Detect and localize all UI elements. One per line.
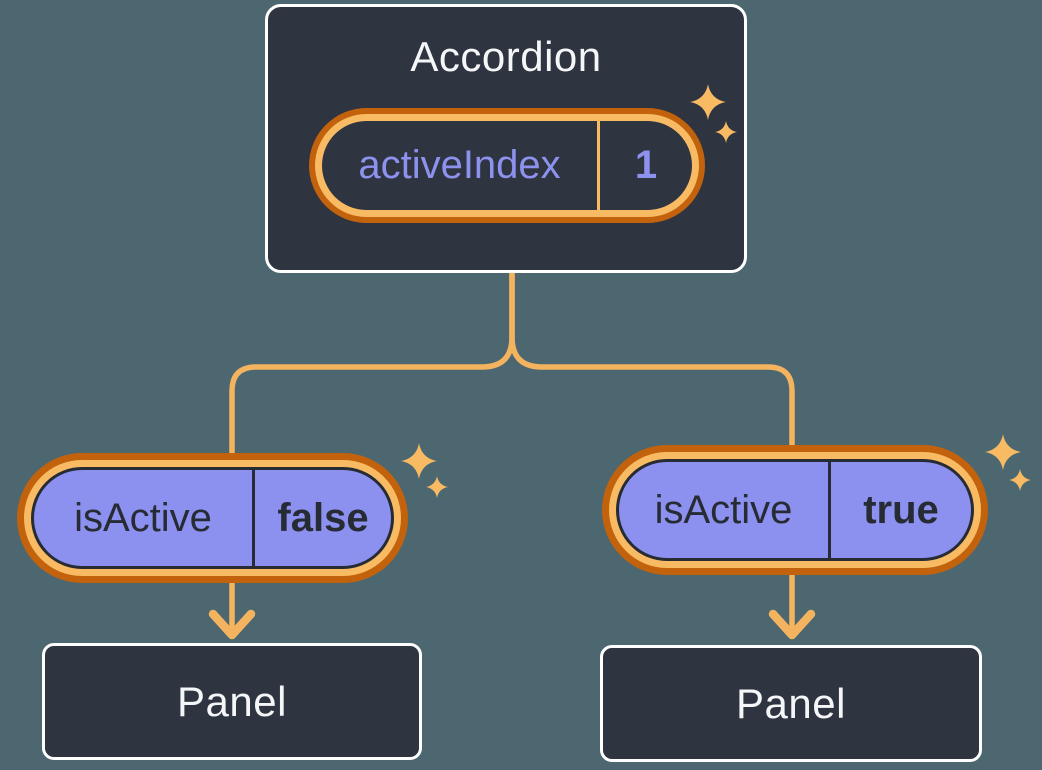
prop-pill-right: isActive true bbox=[602, 445, 988, 575]
prop-pill-left-ring: isActive false bbox=[24, 460, 401, 576]
state-pill-body: activeIndex 1 bbox=[322, 121, 692, 210]
panel-node-right: Panel bbox=[600, 645, 982, 762]
sparkle-small-icon bbox=[1009, 469, 1031, 491]
sparkle-big-icon bbox=[690, 84, 726, 120]
prop-pill-right-label: isActive bbox=[654, 487, 793, 532]
prop-pill-left-divider bbox=[252, 470, 255, 566]
prop-pill-right-ring: isActive true bbox=[609, 452, 981, 568]
prop-pill-left-label: isActive bbox=[74, 495, 212, 540]
state-pill: activeIndex 1 bbox=[309, 108, 705, 223]
connector-left-branch bbox=[229, 270, 515, 629]
arrowhead-right-icon bbox=[768, 609, 816, 640]
sparkle-small-icon bbox=[715, 121, 737, 143]
prop-pill-left: isActive false bbox=[17, 453, 408, 583]
arrowhead-left-icon bbox=[208, 609, 256, 640]
state-pill-value: 1 bbox=[634, 143, 658, 187]
panel-left-title: Panel bbox=[177, 677, 287, 725]
state-pill-ring: activeIndex 1 bbox=[315, 114, 699, 217]
sparkle-small-icon bbox=[426, 476, 448, 498]
state-pill-divider bbox=[597, 121, 600, 210]
prop-pill-right-divider bbox=[828, 462, 831, 558]
prop-pill-right-body: isActive true bbox=[616, 459, 974, 561]
panel-node-left: Panel bbox=[42, 643, 422, 760]
prop-pill-right-value: true bbox=[863, 487, 939, 532]
sparkle-big-icon bbox=[401, 443, 437, 479]
connector-right-branch bbox=[509, 270, 795, 629]
panel-right-title: Panel bbox=[736, 679, 846, 727]
sparkle-big-icon bbox=[985, 434, 1021, 470]
accordion-title: Accordion bbox=[410, 33, 602, 80]
prop-pill-left-value: false bbox=[277, 495, 369, 540]
state-pill-label: activeIndex bbox=[358, 143, 561, 187]
prop-pill-left-body: isActive false bbox=[31, 467, 394, 569]
